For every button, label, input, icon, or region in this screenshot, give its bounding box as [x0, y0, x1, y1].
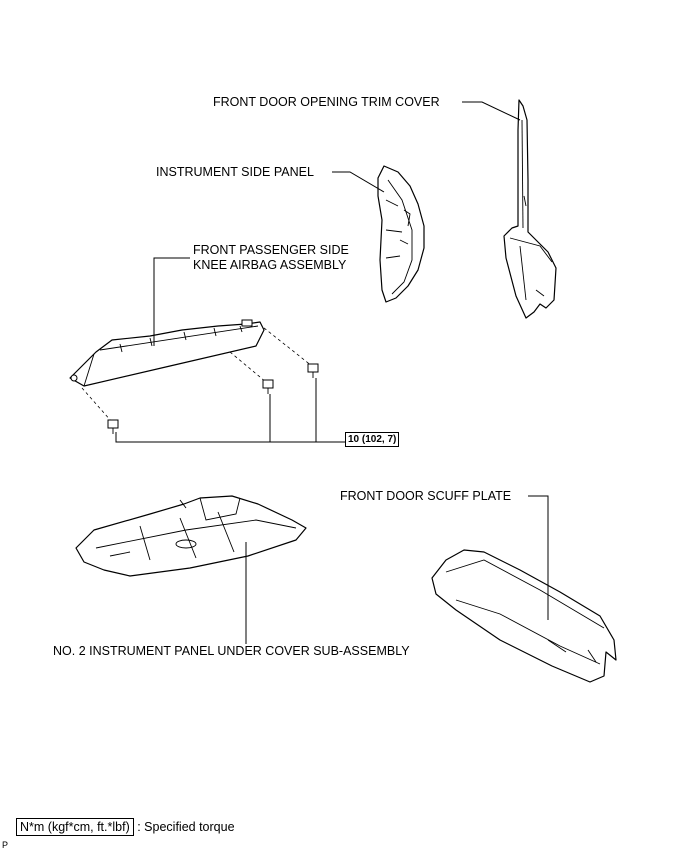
- bolt-alignment-line-1: [81, 387, 113, 423]
- bolt-alignment-line-3: [263, 327, 313, 367]
- knee-airbag-assembly-part: [69, 319, 265, 387]
- label-instrument-side-panel: INSTRUMENT SIDE PANEL: [156, 165, 314, 179]
- bolt-2: [262, 379, 274, 394]
- legend-description: : Specified torque: [137, 820, 235, 834]
- bolt-3: [307, 363, 319, 378]
- label-under-cover-sub-assembly: NO. 2 INSTRUMENT PANEL UNDER COVER SUB-A…: [53, 644, 410, 658]
- corner-mark: P: [2, 840, 9, 850]
- torque-legend: N*m (kgf*cm, ft.*lbf) : Specified torque: [16, 818, 235, 836]
- scuff-plate-leader: [528, 495, 549, 620]
- instrument-side-panel-part: [377, 165, 425, 303]
- side-panel-leader: [332, 171, 385, 193]
- label-front-door-opening-trim-cover: FRONT DOOR OPENING TRIM COVER: [213, 95, 440, 109]
- legend-units-box: N*m (kgf*cm, ft.*lbf): [16, 818, 134, 836]
- torque-spec-box: 10 (102, 7): [345, 432, 400, 447]
- label-front-door-scuff-plate: FRONT DOOR SCUFF PLATE: [340, 489, 512, 503]
- front-door-opening-trim-cover-part: [503, 99, 557, 319]
- front-door-scuff-plate-part: [431, 549, 617, 683]
- trim-cover-leader: [462, 101, 521, 121]
- under-cover-sub-assembly-part: [75, 495, 307, 577]
- bolt-1: [107, 419, 119, 434]
- knee-airbag-leader: [153, 257, 190, 346]
- label-knee-airbag-line1: FRONT PASSENGER SIDE: [193, 243, 349, 257]
- bolt-alignment-line-2: [229, 351, 267, 383]
- torque-leader-bolt-1: [115, 432, 345, 443]
- label-knee-airbag-line2: KNEE AIRBAG ASSEMBLY: [193, 258, 347, 272]
